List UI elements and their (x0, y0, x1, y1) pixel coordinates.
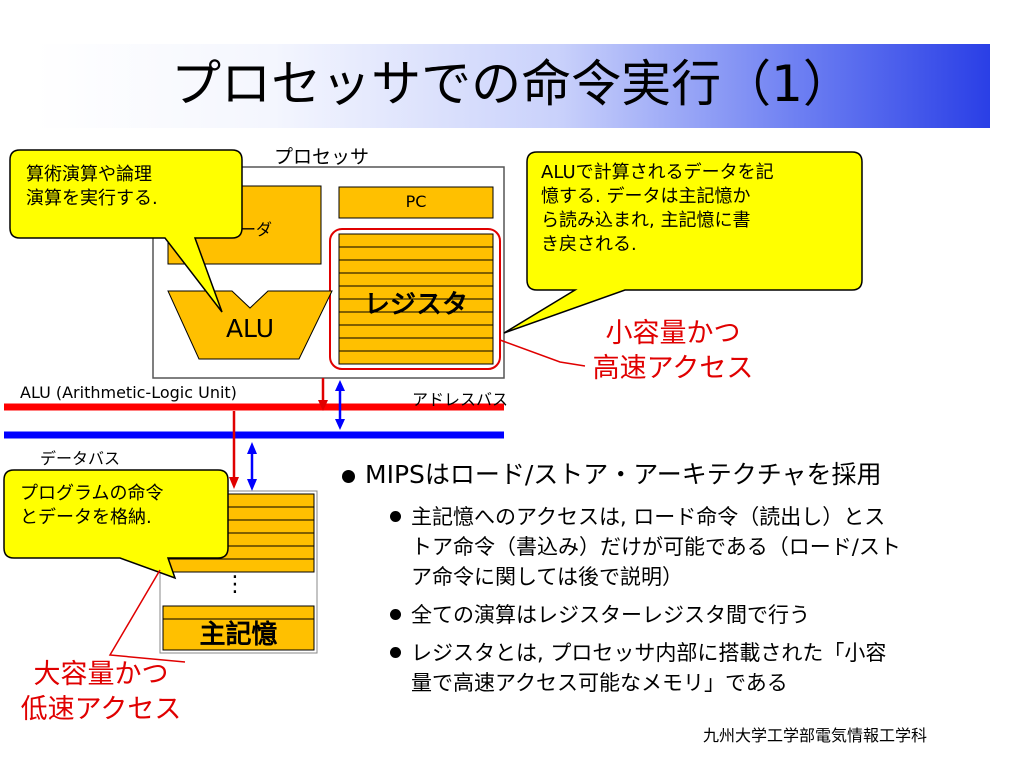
bullet-list: MIPSはロード/ストア・アーキテクチャを採用 主記憶へのアクセスは, ロード命… (342, 458, 1014, 698)
bullet-icon (390, 511, 401, 522)
decoder-label: ーダ (240, 220, 273, 239)
memory-dots: ⋮ (224, 572, 246, 597)
alu-callout-text: 算術演算や論理 演算を実行する. (26, 164, 158, 209)
data-bus-label: データバス (40, 449, 121, 468)
register-highlight (329, 228, 501, 370)
processor-data-arrow (335, 380, 345, 430)
sub-bullet: レジスタとは, プロセッサ内部に搭載された「小容 量で高速アクセス可能なメモリ」… (390, 638, 1014, 698)
pc-label: PC (405, 192, 427, 211)
processor-label: プロセッサ (274, 146, 370, 168)
slide-title: プロセッサでの命令実行（1） (171, 55, 853, 113)
memory-address-arrow (229, 411, 239, 489)
register-note-pointer (499, 339, 586, 367)
memory-callout-text: プログラムの命令 とデータを格納. (20, 483, 164, 528)
processor-address-arrow (318, 378, 328, 411)
memory-callout-shape (3, 469, 229, 580)
register-callout-text: ALUで計算されるデータを記 憶する. データは主記憶か ら読み込まれ, 主記憶… (541, 162, 774, 255)
footer: 九州大学工学部電気情報工学科 (703, 726, 928, 745)
address-bus-label: アドレスバス (412, 390, 509, 409)
memory-note: 大容量かつ 低速アクセス (20, 659, 182, 725)
alu-full-label: ALU (Arithmetic-Logic Unit) (20, 383, 237, 402)
register-note: 小容量かつ 高速アクセス (592, 318, 754, 384)
alu-callout-shape (9, 149, 243, 313)
sub-bullet-list: 主記憶へのアクセスは, ロード命令（読出し）とス トア命令（書込み）だけが可能で… (390, 502, 1014, 698)
sub-bullet: 全ての演算はレジスターレジスタ間で行う (390, 600, 1014, 630)
bullet-icon (390, 609, 401, 620)
alu-label: ALU (225, 314, 275, 343)
main-bullet: MIPSはロード/ストア・アーキテクチャを採用 (342, 458, 1014, 492)
register-callout-shape (503, 151, 863, 334)
sub-bullet: 主記憶へのアクセスは, ロード命令（読出し）とス トア命令（書込み）だけが可能で… (390, 502, 1014, 592)
register-stack (338, 233, 494, 365)
memory-data-arrow (247, 442, 257, 491)
memory-note-pointer (108, 569, 186, 663)
register-label: レジスタ (363, 290, 468, 320)
title-bar (34, 44, 990, 128)
pc-box (338, 186, 494, 219)
memory-label: 主記憶 (199, 620, 278, 650)
bullet-icon (342, 469, 355, 483)
bullet-icon (390, 647, 401, 658)
alu-shape (167, 290, 333, 360)
